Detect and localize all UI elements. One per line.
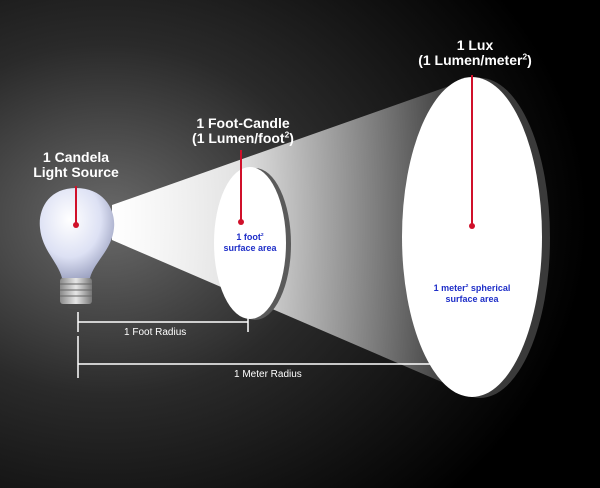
lux-label: 1 Lux (1 Lumen/meter2) xyxy=(400,37,550,69)
foot-surface-disc xyxy=(214,167,286,319)
meter-surface-disc xyxy=(402,77,542,397)
footcandle-pointer xyxy=(238,150,244,225)
candela-subtitle: Light Source xyxy=(33,164,119,181)
foot-radius-line xyxy=(77,312,249,332)
meter-radius-label: 1 Meter Radius xyxy=(234,369,302,380)
footcandle-title: 1 Foot-Candle xyxy=(196,115,290,131)
meter-surface-line1: 1 meter2 spherical xyxy=(433,283,511,293)
foot-surface-line1: 1 foot2 xyxy=(236,232,264,242)
meter-surface-line2: surface area xyxy=(445,293,499,304)
foot-radius-label: 1 Foot Radius xyxy=(124,327,187,338)
footcandle-unit: (1 Lumen/foot2) xyxy=(192,129,294,147)
meter-radius-line xyxy=(77,336,476,378)
light-beam xyxy=(112,78,472,395)
lux-pointer xyxy=(469,75,475,229)
foot-surface-text: 1 foot2 surface area xyxy=(205,232,295,254)
lux-title: 1 Lux xyxy=(456,37,494,53)
candela-title: 1 Candela xyxy=(42,149,110,165)
candela-pointer xyxy=(73,186,79,228)
light-bulb-icon xyxy=(39,188,115,309)
candela-label: 1 Candela Light Source xyxy=(26,149,126,181)
foot-surface-line2: surface area xyxy=(223,242,277,253)
lux-unit: (1 Lumen/meter2) xyxy=(418,51,532,69)
footcandle-label: 1 Foot-Candle (1 Lumen/foot2) xyxy=(178,115,308,147)
meter-surface-text: 1 meter2 spherical surface area xyxy=(412,283,532,305)
